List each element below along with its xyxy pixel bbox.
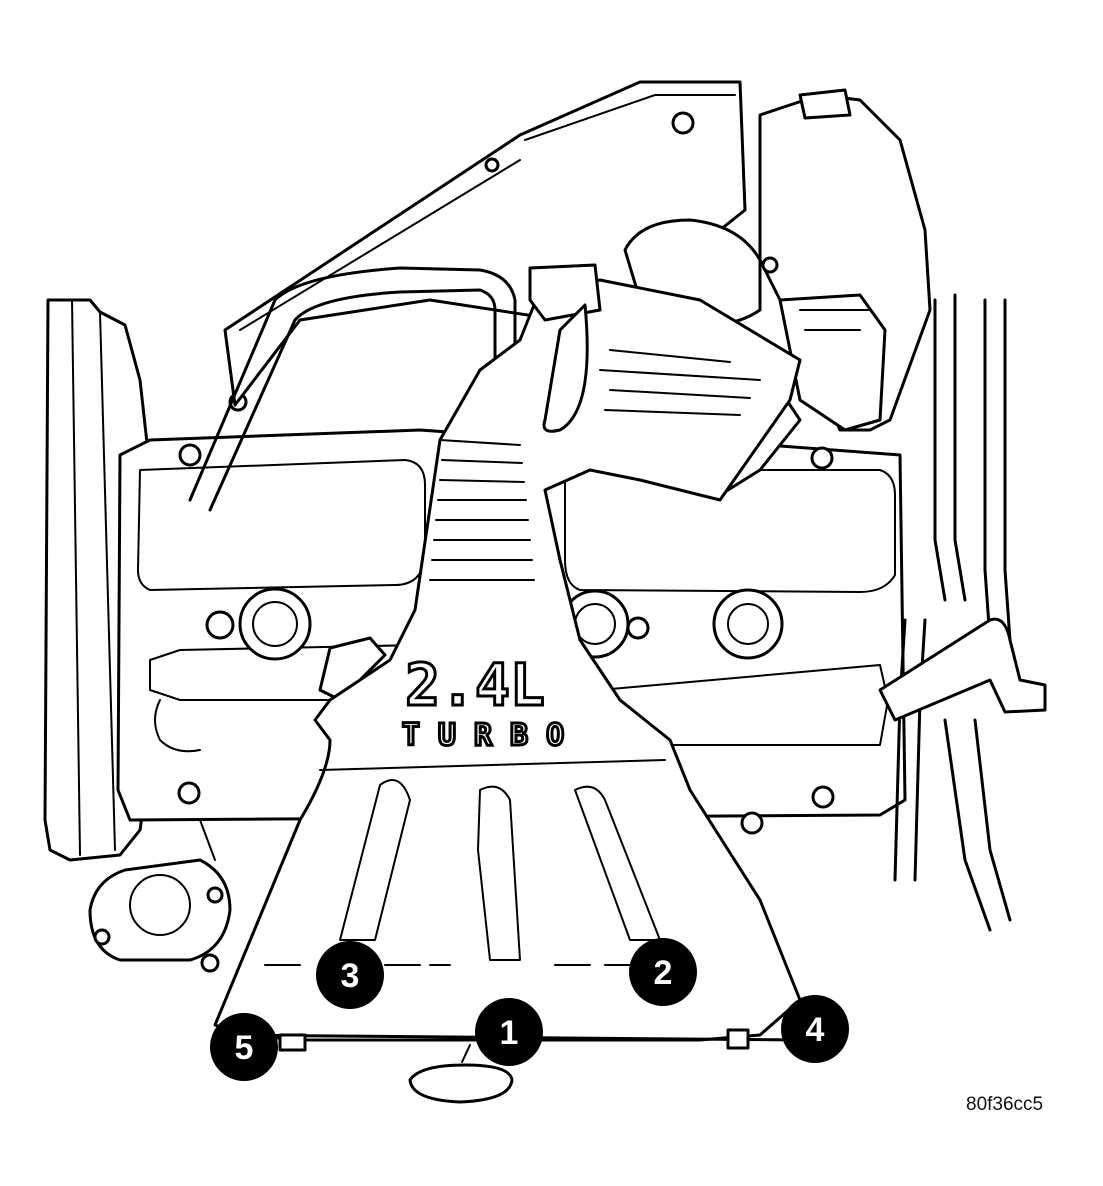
manifold-flange (213, 1028, 802, 1104)
svg-text:3: 3 (341, 957, 360, 995)
svg-text:2: 2 (654, 954, 673, 992)
callout-5: 5 (210, 1013, 278, 1081)
intake-manifold: 2.4L TURBO (213, 263, 802, 1042)
water-outlet (88, 819, 232, 973)
heater-hoses (878, 293, 1047, 932)
spark-plug-wells (177, 392, 835, 835)
figure-id: 80f36cc5 (966, 1094, 1044, 1115)
callout-1: 1 (475, 998, 543, 1066)
breather-hose (188, 266, 517, 512)
displacement-text: 2.4L (405, 651, 545, 719)
svg-text:1: 1 (500, 1014, 519, 1052)
callout-4: 4 (781, 995, 849, 1063)
callout-2: 2 (629, 938, 697, 1006)
svg-text:5: 5 (235, 1029, 254, 1067)
svg-text:4: 4 (806, 1011, 825, 1049)
callout-3: 3 (316, 941, 384, 1009)
turbo-badge-text: TURBO (402, 718, 582, 753)
